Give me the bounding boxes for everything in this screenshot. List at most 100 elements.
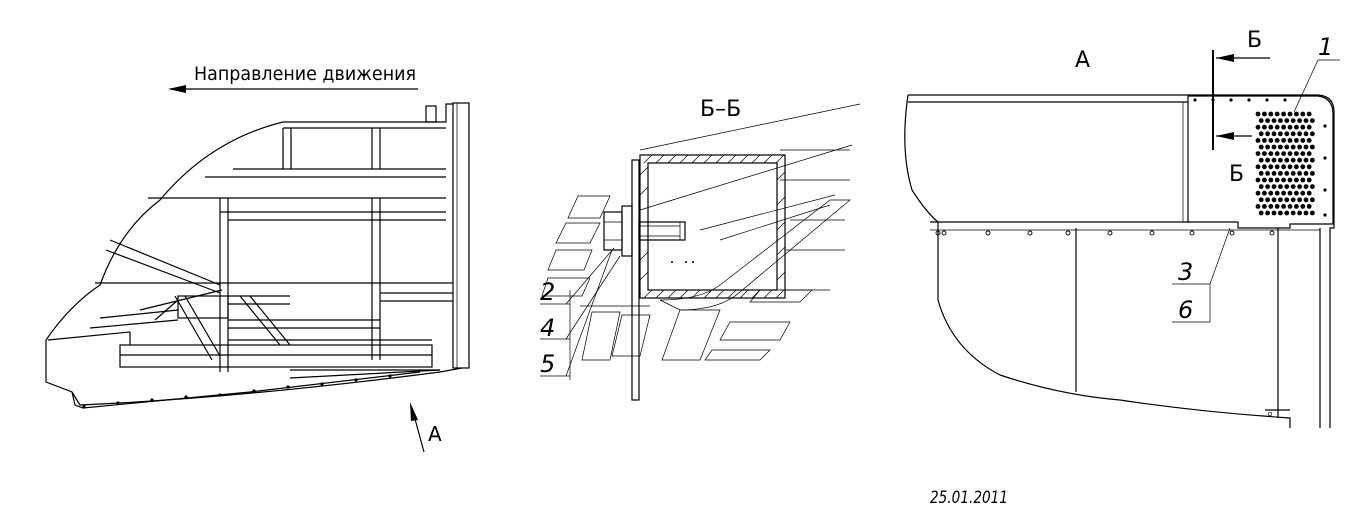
grille-hole	[1287, 111, 1293, 117]
callout-6: 6	[1178, 296, 1193, 324]
grille-hole	[1290, 144, 1296, 150]
grille-hole	[1310, 210, 1315, 216]
grille-hole	[1294, 124, 1299, 130]
grille-hole	[1297, 171, 1302, 176]
grille-hole	[1287, 204, 1293, 209]
direction-label: Направление движения	[194, 63, 416, 85]
grille-hole	[1274, 204, 1280, 209]
grille-hole	[1268, 124, 1274, 130]
grille-hole	[1306, 138, 1312, 143]
grille-hole	[1294, 164, 1299, 170]
grille-hole	[1278, 144, 1283, 150]
grille-hole	[1265, 171, 1270, 176]
grille-hole	[1274, 111, 1280, 117]
grille-hole	[1265, 197, 1270, 203]
view-a-title: А	[1075, 48, 1090, 73]
grille-hole	[1262, 138, 1267, 143]
grille-hole	[1271, 157, 1277, 163]
grille-hole	[1258, 197, 1264, 203]
grille-hole	[1290, 157, 1296, 163]
grille-hole	[1287, 177, 1293, 183]
grille-hole	[1265, 118, 1270, 123]
tube-section	[639, 154, 786, 299]
callout-2: 2	[540, 278, 555, 306]
grille-hole	[1274, 190, 1280, 196]
grille-hole	[1300, 111, 1306, 117]
grille-hole	[1268, 204, 1274, 209]
section-mark-top: Б	[1247, 28, 1262, 53]
grille-hole	[1290, 197, 1296, 203]
grille-hole	[1281, 124, 1286, 130]
callout-3: 3	[1178, 258, 1193, 286]
grille-hole	[1294, 204, 1299, 209]
grille-hole	[1290, 184, 1296, 190]
grille-hole	[1300, 124, 1306, 130]
grille-hole	[1290, 210, 1296, 216]
grille-hole	[1284, 157, 1290, 163]
grille-hole	[1281, 151, 1286, 157]
grille-hole	[1284, 197, 1290, 203]
grille-hole	[1306, 204, 1312, 209]
grille-hole	[1310, 197, 1315, 203]
grille-hole	[1287, 151, 1293, 157]
view-a-arrow-label: А	[428, 422, 442, 446]
grille-hole	[1310, 184, 1315, 190]
grille-hole	[1262, 177, 1267, 183]
grille-hole	[1300, 190, 1306, 196]
callout-1: 1	[1318, 33, 1333, 61]
view-a-outline	[908, 94, 1335, 428]
section-background	[541, 103, 861, 361]
grille-hole	[1258, 144, 1264, 150]
grille-hole	[1290, 118, 1296, 123]
grille-hole	[1297, 210, 1302, 216]
grille-hole	[1310, 144, 1315, 150]
grille-hole	[1303, 171, 1309, 176]
seam-fasteners	[935, 230, 1275, 236]
rear-wall	[452, 102, 470, 369]
grille-hole	[1303, 144, 1309, 150]
grille-hole	[1284, 144, 1290, 150]
direction-arrow	[168, 85, 418, 93]
side-view: Направление движения	[45, 63, 470, 453]
grille-hole	[1265, 144, 1270, 150]
grille-hole	[1258, 157, 1264, 163]
grille-hole	[1258, 171, 1264, 176]
grille-hole	[1297, 184, 1302, 190]
grille-hole	[1265, 210, 1270, 216]
grille-hole	[1278, 131, 1283, 137]
grille-hole	[1255, 190, 1261, 196]
grille-hole	[1278, 157, 1283, 163]
grille-hole	[1294, 138, 1299, 143]
grille-hole	[1306, 164, 1312, 170]
grille-hole	[1262, 190, 1267, 196]
grille-hole	[1271, 144, 1277, 150]
grille-hole	[1262, 124, 1267, 130]
grille-hole	[1274, 151, 1280, 157]
bolt	[603, 205, 694, 263]
grille-hole	[1287, 190, 1293, 196]
grille-hole	[1271, 197, 1277, 203]
section-title: Б–Б	[700, 97, 741, 122]
grille-hole	[1297, 157, 1302, 163]
grille-hole	[1274, 124, 1280, 130]
grille-hole	[1255, 164, 1261, 170]
grille-hole	[1258, 131, 1264, 137]
grille-hole	[1290, 131, 1296, 137]
grille-hole	[1258, 118, 1264, 123]
perforated-grille	[1255, 111, 1315, 216]
grille-hole	[1306, 111, 1312, 117]
grille-hole	[1255, 124, 1261, 130]
grille-hole	[1290, 171, 1296, 176]
grille-hole	[1284, 131, 1290, 137]
grille-hole	[1278, 210, 1283, 216]
grille-hole	[1300, 164, 1306, 170]
grille-hole	[1287, 138, 1293, 143]
grille-hole	[1271, 210, 1277, 216]
grille-hole	[1268, 111, 1274, 117]
grille-hole	[1297, 118, 1302, 123]
grille-hole	[1306, 151, 1312, 157]
grille-hole	[1287, 124, 1293, 130]
mounting-plate	[631, 159, 640, 401]
grille-hole	[1310, 171, 1315, 176]
grille-hole	[1268, 151, 1274, 157]
